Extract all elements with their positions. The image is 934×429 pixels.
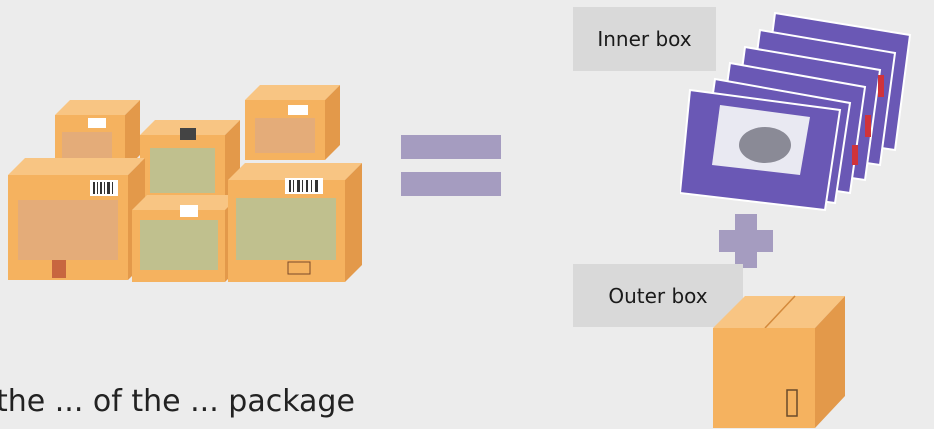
- cardboard-box-front: [713, 328, 815, 428]
- carton-front-left: [8, 158, 145, 280]
- carton-stack-icon: [0, 70, 390, 290]
- carton-front-right: [228, 163, 362, 282]
- glove-box-hands: [739, 127, 791, 163]
- carton-front-middle: [132, 195, 240, 282]
- equals-icon-top: [401, 135, 501, 159]
- cardboard-box-icon: [705, 288, 855, 428]
- caption-text: the ... of the ... package: [0, 384, 355, 419]
- glove-box-stack-icon: [680, 5, 925, 215]
- equals-icon-bottom: [401, 172, 501, 196]
- carton-back-right: [245, 85, 340, 160]
- plus-icon: [719, 214, 773, 268]
